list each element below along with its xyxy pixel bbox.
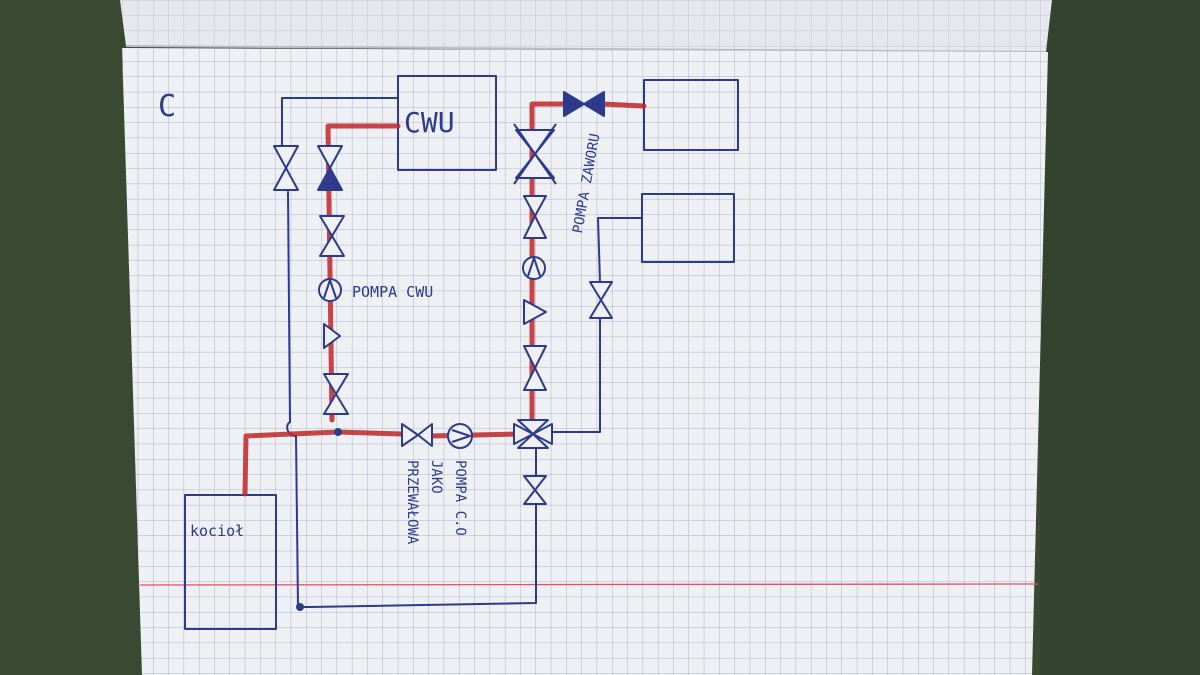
margin-line bbox=[139, 583, 1039, 586]
mixing-valve-icon bbox=[513, 419, 553, 449]
valve-icon bbox=[401, 423, 433, 447]
radiator-return-pipe bbox=[551, 309, 601, 433]
valve-icon bbox=[273, 145, 299, 191]
cwu-supply-pipe bbox=[325, 123, 401, 423]
junction-dot bbox=[334, 428, 342, 436]
valve-icon bbox=[523, 345, 547, 391]
boiler-supply-pipe bbox=[242, 429, 405, 497]
ch-pump-label-line1: POMPA C.O bbox=[452, 460, 468, 536]
valve-icon bbox=[323, 373, 349, 415]
removed-valve-cross bbox=[513, 123, 557, 185]
bypass-pipe-upper bbox=[287, 191, 291, 423]
boiler-return-pipe bbox=[295, 435, 537, 608]
check-valve-icon bbox=[523, 299, 547, 325]
cwu-label: CWU bbox=[404, 106, 455, 139]
valve-icon bbox=[589, 281, 613, 319]
boiler-label: kocioł bbox=[190, 522, 244, 540]
radiator-lower bbox=[641, 193, 735, 263]
cwu-tank bbox=[397, 75, 497, 171]
check-valve-icon bbox=[323, 323, 341, 349]
valve-icon bbox=[319, 215, 345, 257]
radiator-upper bbox=[643, 79, 739, 151]
valve-icon bbox=[563, 91, 605, 117]
junction-dot bbox=[296, 603, 304, 611]
sheet-letter: C bbox=[158, 89, 176, 124]
valve-icon bbox=[317, 145, 343, 169]
valve-icon bbox=[523, 475, 547, 505]
ch-pump-label-line3: PRZEWAŁOWA bbox=[404, 460, 420, 545]
valve-icon bbox=[523, 195, 547, 239]
cwu-return-pipe bbox=[281, 97, 399, 161]
ch-pump-label-line2: JAKO bbox=[428, 460, 444, 494]
dhw-pump-label: POMPA CWU bbox=[352, 283, 433, 301]
boiler bbox=[184, 494, 277, 630]
